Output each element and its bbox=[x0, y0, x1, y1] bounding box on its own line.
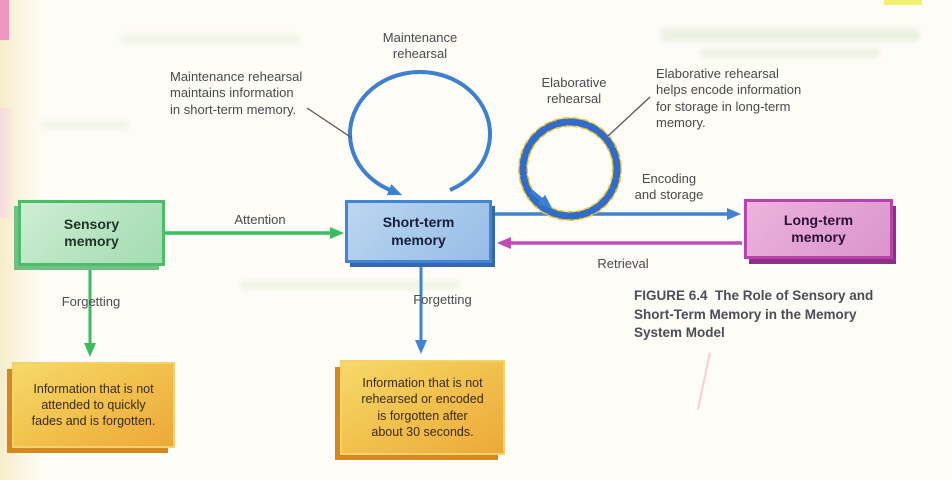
retrieval-arrow-label: Retrieval bbox=[597, 256, 649, 271]
page-bleedthrough-artifact bbox=[700, 48, 880, 58]
elaborative-rehearsal-label: Elaborative rehearsal bbox=[541, 75, 607, 107]
short-term-forgetting-box: Information that is not rehearsed or enc… bbox=[340, 360, 505, 455]
long-term-memory-box: Long-term memory bbox=[744, 199, 893, 259]
maintenance-rehearsal-label: Maintenance rehearsal bbox=[382, 30, 458, 62]
page-bleedthrough-artifact bbox=[660, 28, 920, 42]
figure-caption: FIGURE 6.4 The Role of Sensory and Short… bbox=[634, 288, 874, 341]
coil-blue-strand bbox=[519, 118, 621, 220]
forgetting-label-short-term: Forgetting bbox=[413, 292, 472, 307]
sensory-forgetting-box: Information that is not attended to quic… bbox=[12, 362, 175, 448]
elaborative-rehearsal-note: Elaborative rehearsal helps encode infor… bbox=[656, 66, 802, 130]
long-term-memory-label: Long-term memory bbox=[783, 211, 854, 245]
sensory-memory-box: Sensory memory bbox=[18, 200, 165, 266]
page-top-right-yellow-mark bbox=[884, 0, 922, 5]
sensory-memory-label: Sensory memory bbox=[63, 215, 120, 249]
coil-arrowhead bbox=[529, 189, 553, 209]
encoding-storage-arrow-label: Encoding and storage bbox=[634, 171, 704, 203]
page-bleedthrough-artifact bbox=[120, 34, 300, 44]
page-edge-pink-tint bbox=[0, 108, 16, 218]
coil-yellow-strand bbox=[518, 117, 622, 221]
attention-arrow-label: Attention bbox=[234, 212, 286, 227]
maintenance-rehearsal-note: Maintenance rehearsal maintains informat… bbox=[170, 69, 303, 117]
sensory-forgetting-text: Information that is not attended to quic… bbox=[31, 381, 156, 429]
maintenance-rehearsal-loop bbox=[348, 70, 492, 196]
page-corner-magenta-mark bbox=[0, 0, 9, 40]
page-bleedthrough-artifact bbox=[240, 280, 460, 290]
forgetting-label-sensory: Forgetting bbox=[61, 294, 121, 309]
page-scratch-artifact bbox=[696, 352, 712, 410]
short-term-memory-label: Short-term memory bbox=[382, 214, 455, 248]
short-term-memory-box: Short-term memory bbox=[345, 200, 492, 263]
page-bleedthrough-artifact bbox=[40, 120, 130, 130]
short-term-forgetting-text: Information that is not rehearsed or enc… bbox=[361, 376, 484, 439]
elaborative-rehearsal-coil bbox=[518, 117, 622, 221]
